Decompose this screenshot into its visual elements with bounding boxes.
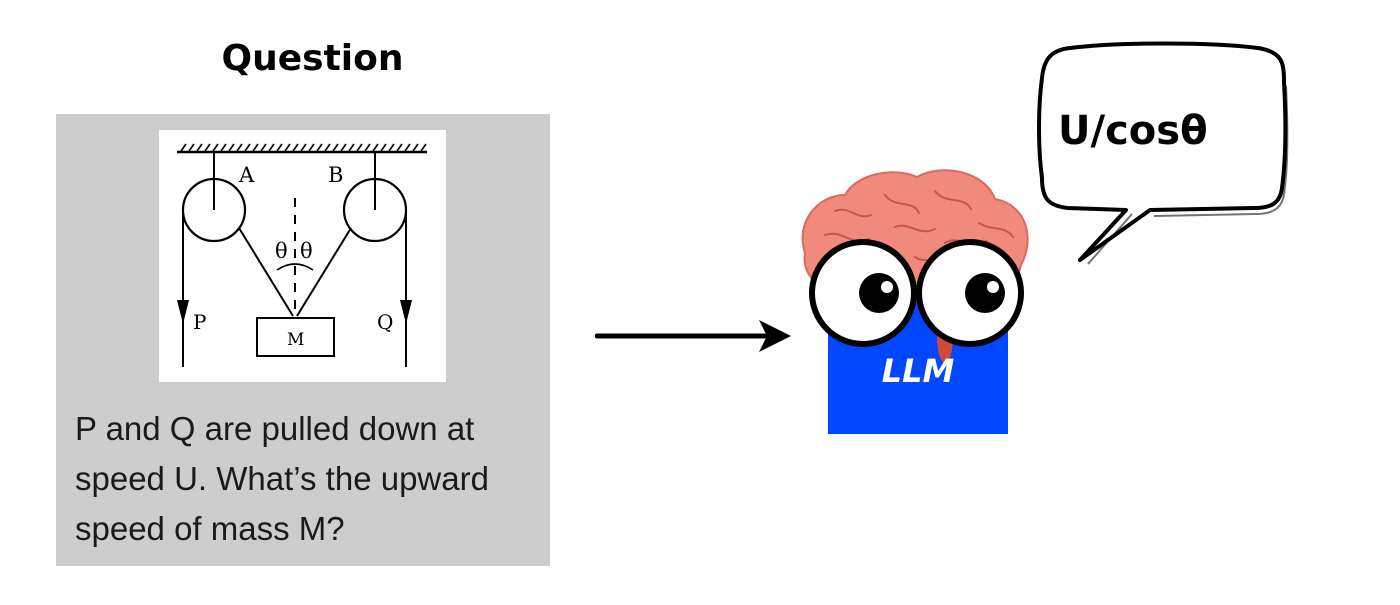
mass-block [256, 317, 335, 357]
arrow-right-icon [595, 320, 791, 352]
pulley-diagram: A B P Q M θ θ [177, 143, 427, 367]
string-a-to-m [238, 227, 294, 317]
question-text: P and Q are pulled down at speed U. What… [75, 410, 489, 547]
string-b-to-m [296, 227, 352, 317]
label-a: A [238, 163, 255, 187]
theta-arc [276, 263, 314, 271]
ceiling-hatching [180, 143, 427, 152]
question-panel: A B P Q M θ θ P and Q are pulled down at… [56, 114, 550, 566]
arrow-q-icon [400, 300, 412, 324]
label-theta-right: θ [300, 239, 313, 263]
label-theta-left: θ [275, 239, 288, 263]
question-title: Question [221, 38, 404, 79]
speech-bubble [1037, 41, 1289, 265]
label-b: B [328, 163, 343, 187]
llm-character [801, 169, 1029, 434]
label-p: P [193, 310, 206, 334]
answer-text: U/cosθ [1058, 108, 1208, 154]
arrow-p-icon [177, 300, 189, 324]
right-eye-icon [916, 239, 1024, 347]
pulley-figure: A B P Q M θ θ [159, 130, 446, 382]
label-q: Q [377, 310, 393, 334]
llm-label: LLM [881, 352, 955, 390]
left-eye-icon [809, 239, 917, 347]
label-m: M [287, 330, 304, 350]
